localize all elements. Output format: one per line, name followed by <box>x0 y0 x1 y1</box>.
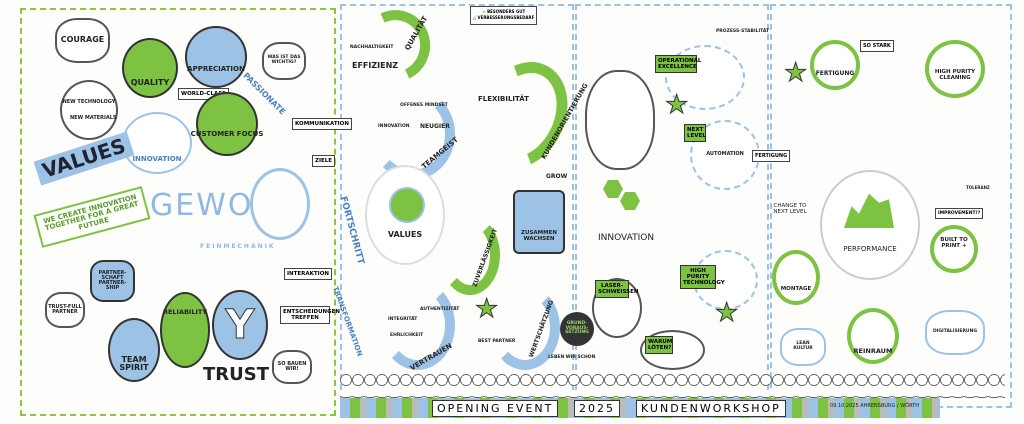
flexibilitaet-label: FLEXIBILITÄT <box>478 95 529 103</box>
star-icon: ★ <box>482 9 486 14</box>
innovation-value-label: INNOVATION <box>378 124 410 129</box>
event-subtitle: KUNDENWORKSHOP <box>636 400 786 417</box>
high-purity-cleaning-circle: HIGH PURITY CLEANING <box>925 40 985 98</box>
effizienz-label: EFFIZIENZ <box>352 61 399 70</box>
authentizitaet-label: AUTHENTIZITÄT <box>420 307 460 312</box>
prozessstabilitaet-label: PROZESS-STABILITÄT <box>716 29 770 34</box>
new-technology-circle: NEW TECHNOLOGY <box>60 80 118 140</box>
legend-label-improve: VERBESSERUNGSBEDARF <box>477 15 535 21</box>
hexagon-icon <box>620 192 640 210</box>
warum-loeten-tag: WARUM LÖTEN? <box>645 336 673 355</box>
partnership-burst: PARTNER-SCHAFT PARTNER-SHIP <box>90 260 135 302</box>
gewo-logo: GEWO <box>150 188 254 223</box>
innovation-tower-cloud <box>585 70 655 170</box>
new-materials-label: NEW MATERIALS <box>70 115 117 121</box>
reinraum-circle: REINRAUM <box>847 308 899 364</box>
event-date-place: 09.10.2025 AHRENSBURG / WÖRTH <box>830 403 920 409</box>
logo-ring <box>250 168 310 240</box>
ehrlichkeit-label: EHRLICHKEIT <box>390 333 424 338</box>
leben-wir-label: LEBEN WIR SCHON <box>548 355 596 360</box>
change-next-level-label: CHANGE TO NEXT LEVEL <box>773 203 807 215</box>
legend-box: ★ BESONDERS GUT △ VERBESSERUNGSBEDARF <box>470 6 538 25</box>
digitalisierung-cloud: DIGITALISIERUNG <box>925 310 985 355</box>
crowd-illustration <box>340 372 1005 398</box>
legend-item-improve: △ VERBESSERUNGSBEDARF <box>473 15 534 21</box>
wertschaetzung-arc <box>490 285 560 370</box>
legend-label-good: BESONDERS GUT <box>487 9 526 14</box>
interaktion-card: INTERAKTION <box>284 268 332 280</box>
courage-cloud: COURAGE <box>55 18 110 63</box>
team-spirit-circle: TEAM SPIRIT <box>108 318 160 382</box>
so-bauen-cloud: SO BAUEN WIR! <box>272 350 312 384</box>
panel-values-frame <box>20 8 336 416</box>
improvement-sign: IMPROVEMENT!? <box>935 208 984 219</box>
event-year: 2025 <box>574 400 620 417</box>
trust-label: TRUST <box>203 364 269 385</box>
hexagon-icon <box>603 180 623 198</box>
innovation-title: INNOVATION <box>598 233 655 243</box>
built-to-print-circle: BUILT TO PRINT + <box>930 225 978 273</box>
appreciation-circle: APPRECIATION <box>185 26 247 88</box>
zusammen-wachsen-house: ZUSAMMEN WACHSEN <box>513 190 565 254</box>
grundvoraussetzung-badge: GRUND-VORAUS-SETZUNG <box>560 312 594 346</box>
toleranz-label: TOLERANZ <box>966 185 990 190</box>
legend-item-good: ★ BESONDERS GUT <box>473 9 534 15</box>
vertrauen-arc <box>380 280 455 370</box>
entscheidungen-card: ENTSCHEIDUNGEN TREFFEN <box>280 306 340 324</box>
lean-kultur-cloud: LEAN KULTUR <box>780 328 826 366</box>
high-purity-technology-tag: HIGH PURITY TECHNOLOGY <box>680 265 725 290</box>
compass-icon <box>389 187 425 223</box>
operational-excellence-tag: OPERATIONAL EXCELLENCE <box>655 55 701 74</box>
ziele-card: ZIELE <box>312 155 336 167</box>
best-partner-label: BEST PARTNER <box>478 339 516 344</box>
montage-circle: MONTAGE <box>772 250 820 305</box>
nachhaltigkeit-label: NACHHALTIGKEIT <box>350 45 394 50</box>
fertigung-note: FERTIGUNG <box>752 150 791 162</box>
trust-circle: Y <box>212 290 268 360</box>
event-title: OPENING EVENT <box>432 400 559 417</box>
star-icon: ★ <box>783 58 808 88</box>
neugier-label: NEUGIER <box>420 123 450 130</box>
trustful-partner-cloud: TRUST-FULL PARTNER <box>45 292 85 328</box>
wichtig-cloud: WAS IST DAS WICHTIG? <box>262 42 306 80</box>
innovation-bulb: INNOVATION <box>122 112 192 174</box>
customer-focus-circle: CUSTOMER FOCUS <box>191 92 263 156</box>
values-hub: VALUES <box>365 165 445 265</box>
so-stark-sign: SO STARK <box>860 40 894 52</box>
star-icon: ★ <box>664 90 689 120</box>
next-level-tag: NEXT LEVEL <box>684 124 706 143</box>
integritaet-label: INTEGRITÄT <box>388 317 418 322</box>
mountain-chart-icon <box>844 193 894 228</box>
zuverlaessigkeit-arc <box>440 215 500 295</box>
triangle-icon: △ <box>473 15 477 21</box>
quality-circle: QUALITY <box>122 38 178 98</box>
laserschweissen-tag: LASER-SCHWEISSEN <box>595 280 639 299</box>
offenes-mindset-label: OFFENES MINDSET <box>400 103 448 108</box>
raised-arms-icon: Y <box>225 302 255 349</box>
logo-subtitle: FEINMECHANIK <box>200 243 276 250</box>
fertigung-circle: FERTIGUNG <box>810 40 860 90</box>
reliability-circle: RELIABILITY <box>160 292 210 368</box>
grow-label: GROW <box>546 173 568 180</box>
kommunikation-card: KOMMUNIKATION <box>292 118 352 130</box>
star-icon: ★ <box>714 298 739 328</box>
performance-hub: PERFORMANCE <box>820 170 920 280</box>
